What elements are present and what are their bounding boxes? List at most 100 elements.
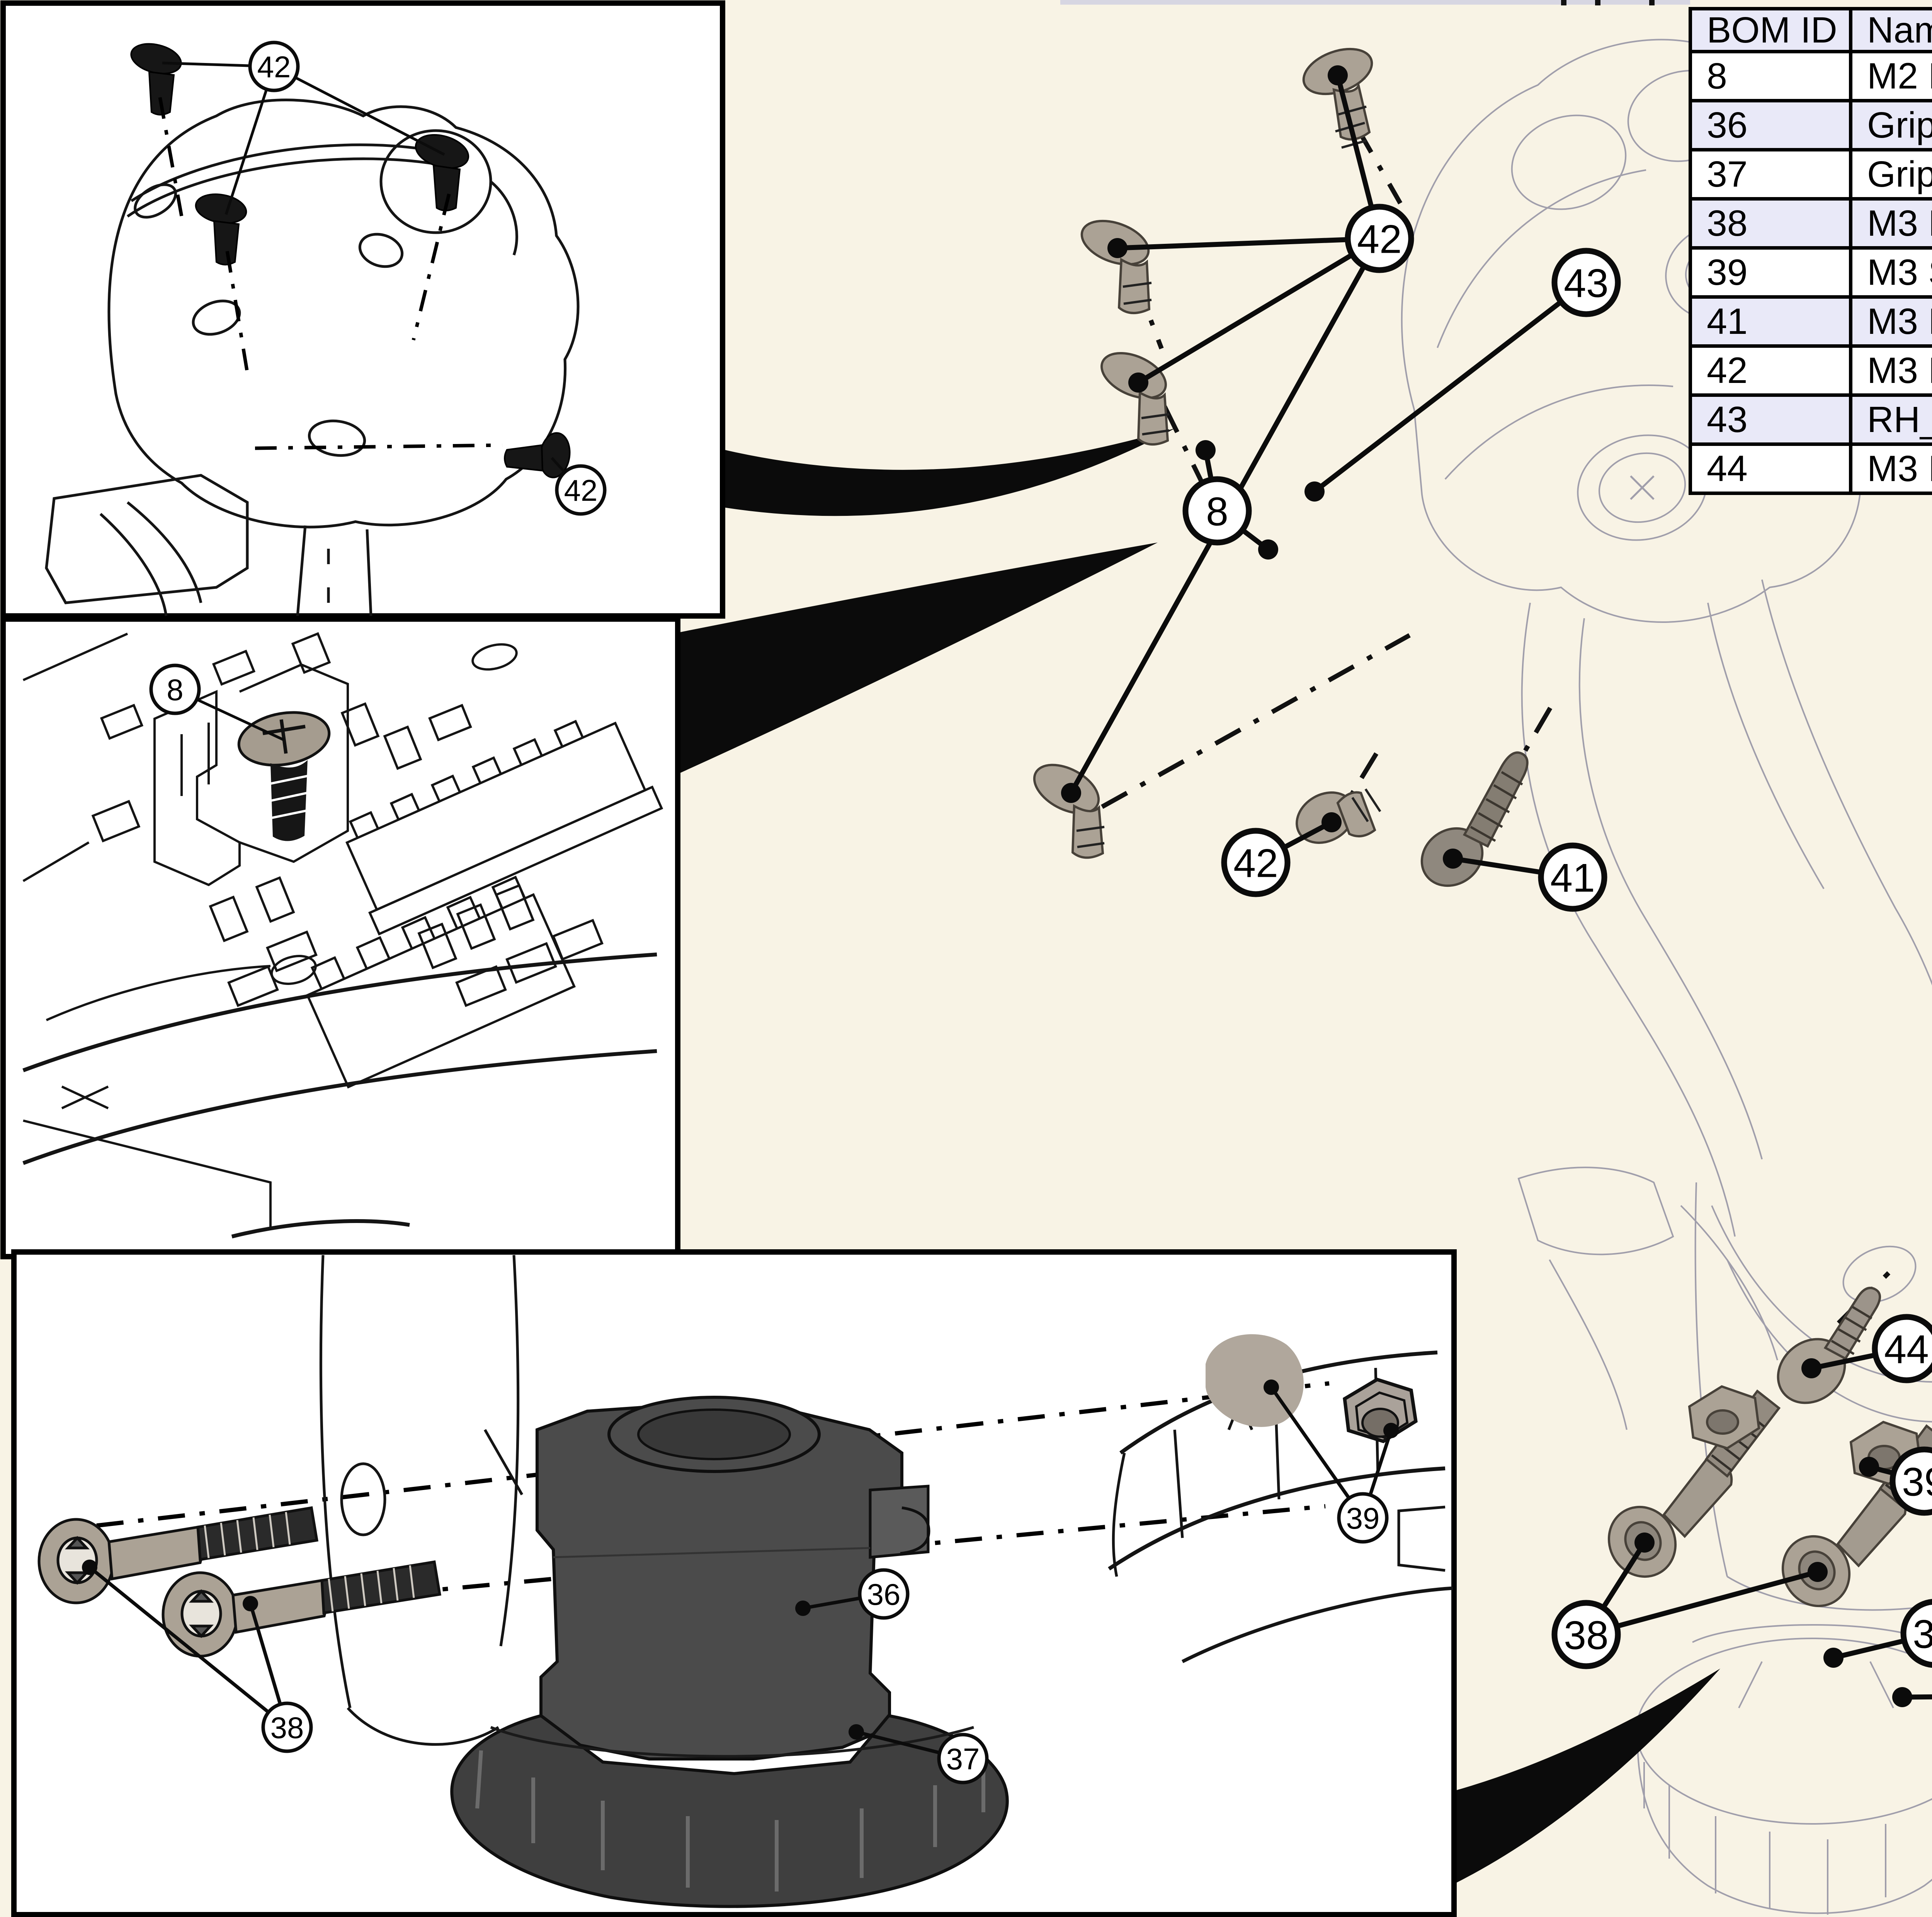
callout-balloon <box>1182 476 1252 546</box>
callout-target-dot <box>1258 539 1278 560</box>
flat-head-screw <box>1777 1287 1881 1404</box>
callout-balloon-label: 36 <box>867 1577 901 1611</box>
callout-balloon <box>261 1701 313 1753</box>
callout-balloon <box>1889 1446 1932 1516</box>
callout-target-dot <box>1892 1687 1912 1707</box>
callout-leader-line <box>1902 1694 1932 1700</box>
callout-balloon-label: 38 <box>1564 1613 1609 1658</box>
callout-leader-line <box>1585 1569 1818 1637</box>
callout-target-dot <box>1383 1423 1399 1438</box>
bom-row: 37GripMountNut1 <box>1689 148 1932 201</box>
flat-head-screw <box>504 432 571 478</box>
flat-head-screw <box>1302 48 1373 149</box>
bom-cell-id: 38 <box>1689 197 1852 250</box>
callout-leader-line <box>1270 1386 1364 1519</box>
callout-balloon-label: 8 <box>1206 489 1228 534</box>
callout-target-dot <box>1107 238 1128 258</box>
grip-mount-post <box>536 1396 930 1761</box>
socket-head-screw <box>1607 1389 1781 1578</box>
callout-balloon <box>1551 248 1621 317</box>
callout-balloon-label: 42 <box>257 50 291 84</box>
bom-cell-name: M3 L20 Stainless Steel Phillips Flat Hea… <box>1849 295 1932 348</box>
callout-balloon <box>1345 204 1414 273</box>
callout-leader-line <box>1313 280 1588 494</box>
bom-cell-id: 39 <box>1689 246 1852 299</box>
flat-head-screw <box>130 43 182 116</box>
callout-target-dot <box>1443 849 1463 869</box>
bom-cell-id: 43 <box>1689 393 1852 446</box>
bom-cell-id: 36 <box>1689 99 1852 151</box>
callout-target-dot <box>1321 812 1342 832</box>
callout-balloon-label: 43 <box>1564 261 1609 306</box>
flat-head-screw <box>415 134 469 211</box>
callout-balloon <box>1900 1599 1932 1668</box>
callout-balloon-label: 8 <box>167 673 183 707</box>
bom-header-row: BOM ID Name Qty <box>1689 7 1932 53</box>
callout-balloon-label: 41 <box>1550 856 1595 900</box>
callout-target-dot <box>1061 783 1081 803</box>
callout-balloon-label: 38 <box>270 1711 304 1745</box>
callout-balloon <box>1221 828 1291 897</box>
cropped-table-edge <box>1060 0 1690 5</box>
long-flat-head-screw <box>1420 751 1529 887</box>
bom-cell-id: 37 <box>1689 148 1852 201</box>
callout-target-dot <box>1808 1562 1828 1582</box>
callout-target-dot <box>1823 1648 1844 1668</box>
bom-cell-name: M3 Steel Hex Nut <box>1849 246 1932 299</box>
callout-target-dot <box>243 1596 258 1611</box>
bom-cell-name: M3 L6 Stainless Steel Phillips Flat Head… <box>1849 344 1932 397</box>
callout-balloon-label: 39 <box>1902 1459 1932 1504</box>
callout-target-dot <box>1328 65 1348 85</box>
callout-leader-line <box>224 66 276 215</box>
callout-target-dot <box>82 1560 97 1575</box>
callout-target-dot <box>1128 373 1148 393</box>
callout-target-dot <box>1196 440 1216 460</box>
bom-header-name: Name <box>1849 7 1932 53</box>
inset-pcb <box>0 616 680 1259</box>
callout-balloon <box>555 464 607 516</box>
callout-balloon-label: 39 <box>1346 1501 1380 1535</box>
bom-cell-id: 41 <box>1689 295 1852 348</box>
callout-leader-line <box>273 65 445 156</box>
callout-balloon <box>1337 1492 1389 1544</box>
callout-balloon <box>1872 1314 1932 1383</box>
grip-mount-nut <box>450 1714 1009 1908</box>
flat-head-screw <box>1033 764 1105 859</box>
bom-cell-name: GripMountPost <box>1849 99 1932 151</box>
callout-target-dot <box>1304 481 1325 502</box>
bom-cell-name: M2 L4 Stainless Steel Pan Head Phillips … <box>1849 50 1932 102</box>
flat-head-screw <box>1100 352 1170 446</box>
callout-balloon-label: 42 <box>1233 841 1278 886</box>
callout-balloon <box>149 663 201 715</box>
hex-nut <box>1688 1385 1760 1450</box>
callout-target-dot <box>1859 1457 1879 1477</box>
callout-balloon <box>1551 1600 1621 1669</box>
inset-head-top <box>0 0 725 619</box>
bom-cell-name: GripMountNut <box>1849 148 1932 201</box>
callout-balloon-label: 37 <box>946 1742 980 1776</box>
callout-balloon-label: 36 <box>1913 1612 1932 1657</box>
bom-cell-id: 42 <box>1689 344 1852 397</box>
bom-table: BOM ID Name Qty 8M2 L4 Stainless Steel P… <box>1689 7 1932 495</box>
callout-target-dot <box>1801 1358 1821 1378</box>
bom-cell-id: 8 <box>1689 50 1852 102</box>
bom-cell-id: 44 <box>1689 442 1852 495</box>
smd-components <box>91 632 604 1007</box>
callout-balloon <box>937 1733 989 1784</box>
callout-balloon <box>248 41 300 92</box>
callout-balloon <box>858 1568 910 1620</box>
bom-row: 8M2 L4 Stainless Steel Pan Head Phillips… <box>1689 50 1932 102</box>
callout-leader-line <box>88 1566 288 1729</box>
callout-target-dot <box>795 1601 811 1616</box>
bom-header-id: BOM ID <box>1689 7 1852 53</box>
callout-balloon-label: 42 <box>1357 217 1402 262</box>
callout-leader-line <box>1137 236 1381 385</box>
callout-balloon-label: 42 <box>564 473 598 507</box>
